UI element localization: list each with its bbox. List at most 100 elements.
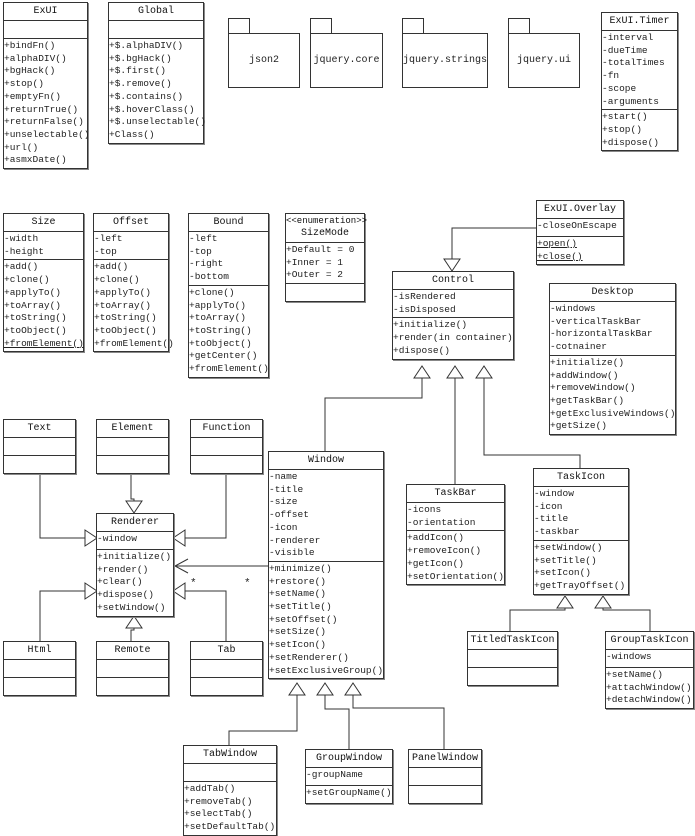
package-jquery-strings[interactable]: jquery.strings: [402, 18, 488, 88]
method: +$.hoverClass(): [109, 103, 195, 115]
attributes-section: [468, 650, 557, 667]
open-arrow: [173, 558, 189, 574]
class-taskbar[interactable]: TaskBar -icons-orientation+addIcon()+remo…: [406, 484, 505, 586]
attribute: -title: [269, 483, 304, 495]
class-control[interactable]: Control-isRendered-isDisposed+initialize…: [392, 271, 514, 360]
class-size[interactable]: Size-width-height+add()+clone()+applyTo(…: [3, 213, 84, 353]
class-name: Tab: [217, 645, 236, 656]
class-header: Control: [393, 272, 513, 290]
class-header: TaskIcon: [534, 469, 628, 487]
class-name: ExUI.Overlay: [543, 204, 616, 215]
class-header: Tab: [191, 642, 262, 660]
method: +setTitle(): [534, 554, 597, 566]
method: +selectTab(): [184, 808, 253, 820]
methods-section: +setName()+attachWindow()+detachWindow(): [606, 667, 693, 708]
generalization-tab: [185, 590, 227, 641]
class-titledtaskicon[interactable]: TitledTaskIcon: [467, 631, 558, 686]
methods-section: +setWindow()+setTitle()+setIcon()+getTra…: [534, 539, 628, 594]
method: +add(): [4, 261, 39, 273]
class-exui[interactable]: ExUI+bindFn()+alphaDIV()+bgHack()+stop()…: [3, 2, 90, 170]
package-json2[interactable]: json2: [228, 18, 300, 88]
class-tabwindow[interactable]: TabWindow +addTab()+removeTab()+selectTab…: [183, 745, 277, 836]
methods-section: [4, 677, 75, 695]
class-panelwindow[interactable]: PanelWindow: [408, 749, 482, 804]
class-name: Size: [31, 217, 56, 228]
class-remote[interactable]: Remote: [96, 641, 169, 696]
generalization-panelwindow: [352, 695, 445, 749]
class-desktop[interactable]: Desktop-windows-verticalTaskBar-horizont…: [549, 283, 676, 436]
class-sizemode[interactable]: <<enumeration>>SizeMode+Default = 0+Inne…: [285, 213, 367, 303]
class-name: TitledTaskIcon: [470, 635, 555, 646]
class-global[interactable]: Global+$.alphaDIV()+$.bgHack()+$.first()…: [108, 2, 206, 144]
method: +getExclusiveWindows(): [550, 407, 676, 419]
class-overlay[interactable]: ExUI.Overlay-closeOnEscape+open()+close(…: [536, 200, 624, 266]
attribute: -cotnainer: [550, 341, 608, 353]
class-header: Global: [109, 3, 203, 21]
generalization-function: [185, 471, 227, 539]
class-name: GroupTaskIcon: [610, 635, 689, 646]
class-timer[interactable]: ExUI.Timer-interval-dueTime-totalTimes-f…: [601, 12, 678, 152]
generalization-overlay: [451, 227, 536, 259]
attribute: -arguments: [602, 95, 660, 107]
class-header: Size: [4, 214, 83, 232]
class-tab[interactable]: Tab: [190, 641, 263, 696]
class-taskicon[interactable]: TaskIcon-window-icon-title-taskbar+setWi…: [533, 468, 629, 595]
method: +applyTo(): [189, 299, 247, 311]
methods-section: +addTab()+removeTab()+selectTab()+setDef…: [184, 781, 276, 835]
method: +initialize(): [550, 356, 625, 368]
package-jquery-ui[interactable]: jquery.ui: [508, 18, 580, 88]
class-header: Html: [4, 642, 75, 660]
attributes-section: +Default = 0+Inner = 1+Outer = 2: [286, 243, 364, 283]
attribute: -interval: [602, 32, 654, 43]
method: +asmxDate(): [4, 154, 67, 166]
class-groupwindow[interactable]: GroupWindow-groupName+setGroupName(): [305, 749, 393, 804]
class-window[interactable]: Window-name-title-size-offset-icon-rende…: [268, 451, 384, 680]
class-element[interactable]: Element: [96, 419, 169, 474]
class-header: TaskBar: [407, 485, 504, 503]
inheritance-arrow: [443, 258, 461, 272]
attribute: -left: [94, 233, 123, 244]
methods-section: +bindFn()+alphaDIV()+bgHack()+stop()+emp…: [4, 38, 90, 168]
method: +restore(): [269, 575, 327, 587]
class-grouptaskicon[interactable]: GroupTaskIcon-windows+setName()+attachWi…: [605, 631, 694, 710]
method: +bindFn(): [4, 40, 56, 51]
method: +$.remove(): [109, 78, 172, 90]
class-html[interactable]: Html: [3, 641, 76, 696]
methods-section: +addIcon()+removeIcon()+getIcon()+setOri…: [407, 530, 504, 584]
package-name: jquery.core: [310, 33, 383, 88]
method: +clone(): [189, 286, 235, 298]
class-header: TabWindow: [184, 746, 276, 764]
generalization-html: [39, 590, 85, 641]
method: +applyTo(): [4, 286, 62, 298]
attribute: -top: [189, 245, 212, 257]
method: +stop(): [4, 78, 44, 90]
attributes-section: -closeOnEscape: [537, 219, 623, 236]
generalization-tabwindow: [228, 695, 298, 745]
method: +setIcon(): [269, 639, 327, 651]
method: +removeWindow(): [550, 382, 636, 394]
method: +clone(): [94, 274, 140, 286]
methods-section: +start()+stop()+dispose(): [602, 109, 677, 150]
class-header: Bound: [189, 214, 268, 232]
methods-section: [409, 785, 481, 803]
attribute: +Default = 0: [286, 244, 355, 255]
method: +setExclusiveGroup(): [269, 664, 384, 676]
class-function[interactable]: Function: [190, 419, 263, 474]
attribute: -icons: [407, 504, 442, 515]
class-text[interactable]: Text: [3, 419, 76, 474]
class-bound[interactable]: Bound-left-top-right-bottom+clone()+appl…: [188, 213, 269, 378]
class-renderer[interactable]: Renderer-window+initialize()+render()+cl…: [96, 513, 174, 617]
method: +getIcon(): [407, 557, 465, 569]
class-name: TaskBar: [434, 488, 477, 499]
attributes-section: -icons-orientation: [407, 503, 504, 530]
class-offset[interactable]: Offset-left-top+add()+clone()+applyTo()+…: [93, 213, 174, 353]
method: +setName(): [269, 588, 327, 600]
attribute: -window: [97, 533, 137, 544]
attribute: -name: [269, 471, 298, 482]
class-name: Bound: [213, 217, 244, 228]
method: +render(in container): [393, 332, 513, 344]
multiplicity-window: *: [244, 578, 251, 590]
attribute: -bottom: [189, 271, 229, 283]
attribute: -dueTime: [602, 44, 648, 56]
package-jquery-core[interactable]: jquery.core: [310, 18, 383, 88]
